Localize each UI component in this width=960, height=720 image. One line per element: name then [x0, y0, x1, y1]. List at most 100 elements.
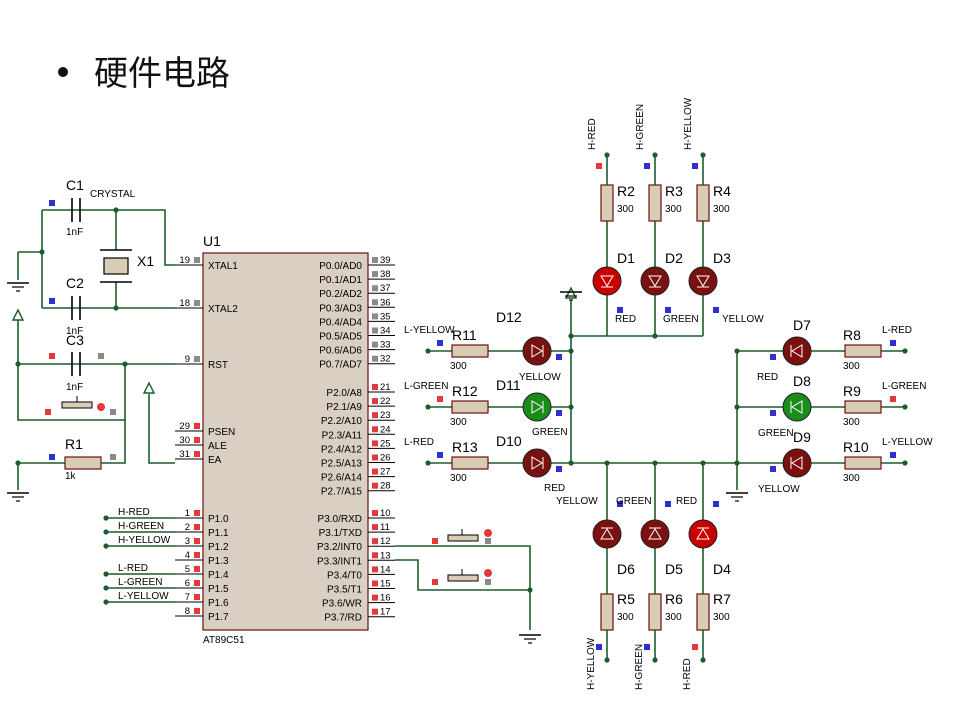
pin-marker	[372, 552, 378, 559]
junction-dot	[15, 460, 21, 466]
led-triangle-icon	[648, 275, 662, 287]
pin-marker	[372, 341, 378, 348]
r1-value: 1k	[65, 471, 77, 482]
bottom-net-label: H-YELLOW	[586, 637, 597, 690]
led-triangle-icon	[791, 400, 803, 414]
mcu-pin-name: EA	[208, 455, 222, 466]
c2-value: 1nF	[66, 326, 83, 337]
pin-marker	[372, 285, 378, 292]
xtal1-wire	[42, 209, 175, 266]
mcu-pin-number: 4	[185, 550, 190, 561]
pin-marker	[596, 163, 602, 169]
mcu-pin-number: 27	[380, 467, 391, 478]
mcu-pin-number: 32	[380, 354, 391, 365]
c3-ref: C3	[66, 332, 84, 348]
bottom-led-ref: D5	[665, 561, 683, 577]
pin-marker	[49, 454, 55, 460]
c2-ref: C2	[66, 275, 84, 291]
pin-marker	[372, 608, 378, 615]
bottom-led-color: GREEN	[616, 496, 652, 507]
pin-marker	[372, 482, 378, 489]
mcu-pin-name: RST	[208, 360, 228, 371]
left-res-ref: R11	[452, 327, 477, 343]
pin-marker	[644, 644, 650, 650]
mcu-pin-number: 2	[185, 522, 190, 533]
mcu-pin-name: P3.1/TXD	[319, 528, 362, 539]
pin-marker	[194, 538, 200, 544]
mcu-pin-name: PSEN	[208, 427, 235, 438]
right-led-color: YELLOW	[758, 484, 800, 495]
led-triangle-icon	[696, 275, 710, 287]
mcu-pin-number: 16	[380, 593, 391, 604]
junction-dot	[103, 585, 109, 591]
right-led-color: GREEN	[758, 428, 794, 439]
pin-marker	[49, 353, 55, 359]
left-resistor	[451, 456, 489, 470]
pin-marker	[770, 466, 776, 472]
junction-dot	[113, 305, 119, 311]
mcu-pin-number: 13	[380, 550, 391, 561]
mcu-pin-number: 6	[185, 578, 190, 589]
junction-dot	[425, 348, 431, 354]
left-led-ref: D11	[496, 377, 521, 393]
mcu-pin-number: 22	[380, 396, 391, 407]
led-triangle-icon	[531, 400, 543, 414]
mcu-pin-name: P3.4/T0	[327, 570, 362, 581]
slide-title-text: 硬件电路	[94, 54, 230, 94]
mcu-pin-name: P0.6/AD6	[319, 346, 362, 357]
pin-marker	[194, 257, 200, 263]
led-triangle-icon	[600, 275, 614, 287]
pin-marker	[437, 340, 443, 346]
pin-marker	[194, 594, 200, 600]
bullet-icon	[58, 66, 68, 77]
mcu-pin-number: 37	[380, 283, 391, 294]
bottom-led-color: YELLOW	[556, 496, 598, 507]
power-icon	[11, 308, 25, 321]
junction-dot	[652, 657, 658, 663]
mcu-pin-name: P0.7/AD7	[319, 360, 362, 371]
pin-marker	[556, 466, 562, 472]
pin-marker	[432, 538, 438, 544]
mcu-pin-number: 24	[380, 424, 391, 435]
pin-marker	[45, 409, 51, 415]
p1-net-label: H-YELLOW	[118, 535, 171, 546]
pin-marker	[372, 566, 378, 573]
top-led-ref: D3	[713, 250, 731, 266]
mcu-pin-number: 25	[380, 438, 391, 449]
mcu-pin-name: P3.6/WR	[322, 599, 362, 610]
mcu-part: AT89C51	[203, 635, 245, 646]
bottom-resistor	[648, 593, 662, 631]
junction-dot	[700, 152, 706, 158]
junction-dot	[122, 361, 128, 367]
top-res-value: 300	[713, 204, 730, 215]
junction-dot	[568, 333, 574, 339]
mcu-pin-name: P2.7/A15	[321, 487, 363, 498]
left-led-color: RED	[544, 483, 565, 494]
mcu-pin-number: 7	[185, 592, 190, 603]
right-res-value: 300	[843, 473, 860, 484]
right-resistor	[844, 344, 882, 358]
pin-marker	[372, 384, 378, 390]
bottom-res-value: 300	[713, 612, 730, 623]
pin-marker	[372, 594, 378, 601]
top-resistor	[696, 184, 710, 222]
c1-ref: C1	[66, 177, 84, 193]
left-net-label: L-GREEN	[404, 381, 448, 392]
pin-marker	[372, 524, 378, 531]
top-led-color: GREEN	[663, 314, 699, 325]
bottom-res-value: 300	[665, 612, 682, 623]
pin-marker	[194, 580, 200, 586]
pin-marker	[194, 552, 200, 558]
mcu-pin-name: P3.3/INT1	[317, 556, 362, 567]
pin-marker	[644, 163, 650, 169]
crystal-body	[103, 257, 129, 275]
pin-marker	[372, 440, 378, 447]
bottom-led-ref: D4	[713, 561, 731, 577]
left-led-color: GREEN	[532, 427, 568, 438]
mcu-pin-number: 5	[185, 564, 190, 575]
top-led-color: YELLOW	[722, 314, 764, 325]
junction-dot	[103, 529, 109, 535]
left-resistor	[451, 344, 489, 358]
junction-dot	[103, 599, 109, 605]
right-led	[782, 336, 812, 366]
